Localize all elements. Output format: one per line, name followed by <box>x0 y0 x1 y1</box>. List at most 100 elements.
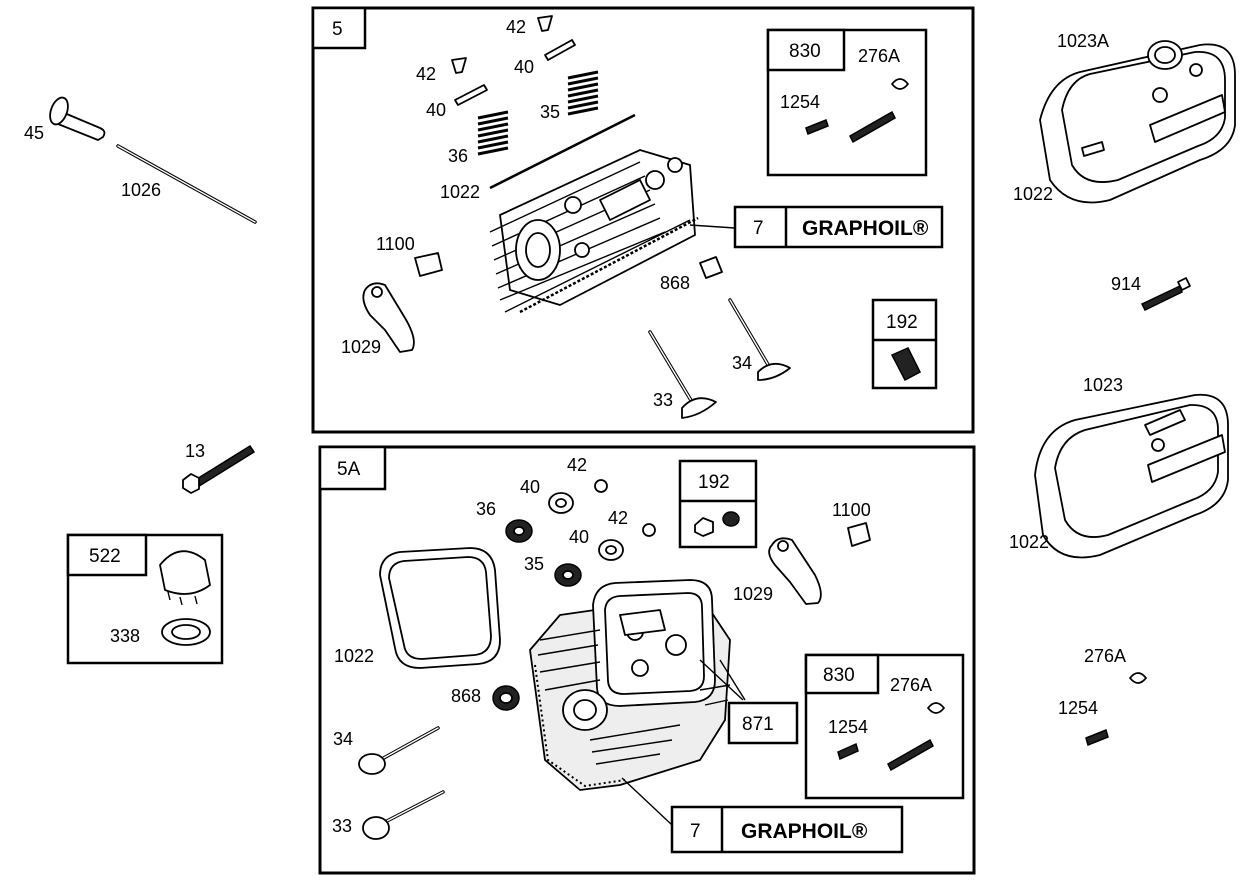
keeper-42-bottom <box>642 523 656 537</box>
label-b1022: 1022 <box>334 646 374 666</box>
rocker-arm-1029-bottom <box>768 537 822 605</box>
valve-spring-35 <box>567 70 599 116</box>
box-830-bottom: 830 276A 1254 <box>804 653 965 800</box>
box-192-bottom: 192 <box>678 459 758 549</box>
intake-valve-34 <box>728 298 791 381</box>
valve-cap-40-a <box>544 39 576 61</box>
box-830-bottom-276a: 276A <box>890 675 932 695</box>
box-192-bottom-num: 192 <box>698 472 730 493</box>
rocker-pivot-1100-bottom <box>847 522 871 547</box>
label-45: 45 <box>24 123 44 143</box>
label-b42b: 42 <box>608 508 628 528</box>
box-522-code: 522 <box>89 546 121 567</box>
box-830-bottom-1254: 1254 <box>828 717 868 737</box>
label-1026: 1026 <box>121 180 161 200</box>
label-b36: 36 <box>476 499 496 519</box>
label-1023a: 1023A <box>1057 31 1109 51</box>
label-13: 13 <box>185 441 205 461</box>
label-42-a: 42 <box>506 17 526 37</box>
label-34: 34 <box>732 353 752 373</box>
stud-bottom-icon <box>887 738 934 772</box>
leader-graphoil-bottom <box>621 777 673 826</box>
left-parts: 45 1026 13 522 338 <box>24 96 257 665</box>
label-b33: 33 <box>332 816 352 836</box>
panel-5a: 5A 42 40 36 42 40 35 192 1100 1029 <box>318 445 976 875</box>
label-r1254: 1254 <box>1058 698 1098 718</box>
label-r1022a: 1022 <box>1013 184 1053 204</box>
label-b40a: 40 <box>520 477 540 497</box>
panel-5-id-box <box>311 6 367 50</box>
label-1100: 1100 <box>376 234 415 254</box>
panel-5a-id: 5A <box>337 459 361 480</box>
graphoil-bottom-brand: GRAPHOIL® <box>741 820 868 843</box>
nut-icon <box>694 517 714 537</box>
box-192-top: 192 <box>871 298 938 390</box>
panel-5a-id-box <box>318 445 387 491</box>
leader-graphoil-top <box>689 224 736 229</box>
label-33: 33 <box>653 390 673 410</box>
box-830-top: 830 276A 1254 <box>766 28 928 177</box>
label-914: 914 <box>1111 274 1141 294</box>
nut-276a-loose <box>1129 672 1147 684</box>
panel-5-frame <box>311 6 975 434</box>
label-b1100: 1100 <box>832 500 871 520</box>
label-b40b: 40 <box>569 527 589 547</box>
box-830-top-276a: 276A <box>858 46 900 66</box>
box-522: 522 338 <box>66 533 224 665</box>
box-graphoil-bottom: 7 GRAPHOIL® <box>670 805 904 854</box>
right-parts: 1023A 1022 914 1023 1022 276A 1254 <box>1009 31 1236 747</box>
label-1023: 1023 <box>1083 375 1123 395</box>
rocker-arm-1029 <box>362 282 415 353</box>
rocker-pivot-1100 <box>414 252 443 277</box>
label-1022: 1022 <box>440 182 480 202</box>
label-35: 35 <box>540 102 560 122</box>
panel-5a-frame <box>318 445 976 875</box>
nut-276a-bottom-icon <box>927 702 945 714</box>
panel-5: 5 42 42 40 40 35 36 1022 <box>311 6 975 434</box>
box-522-338: 338 <box>110 626 140 646</box>
valve-spring-36 <box>477 110 509 156</box>
label-40-a: 40 <box>514 57 534 77</box>
intake-valve-34-bottom <box>358 726 440 775</box>
box-graphoil-top: 7 GRAPHOIL® <box>733 205 944 249</box>
label-868: 868 <box>660 273 690 293</box>
label-r1022b: 1022 <box>1009 532 1049 552</box>
label-1029: 1029 <box>341 337 381 357</box>
spring-192-icon <box>890 347 921 382</box>
oil-fill-cap-icon <box>159 550 211 595</box>
graphoil-top-brand: GRAPHOIL® <box>802 217 929 240</box>
spring-192-bottom-icon <box>722 511 740 527</box>
stud-icon <box>849 110 896 144</box>
cover-gasket-1022 <box>379 547 501 669</box>
cylinder-head-bottom <box>529 579 731 791</box>
bolt-13 <box>182 444 256 494</box>
bolt-1254-bottom-icon <box>837 742 859 761</box>
graphoil-top-num: 7 <box>753 218 764 239</box>
keeper-42-top <box>594 479 608 493</box>
valve-keeper-42-b <box>451 57 467 74</box>
panel-5-id: 5 <box>332 19 343 40</box>
exhaust-valve-33-bottom <box>362 790 445 840</box>
label-40-b: 40 <box>426 100 446 120</box>
label-b34: 34 <box>333 729 353 749</box>
box-871: 871 <box>727 701 799 745</box>
leader-871 <box>699 659 746 701</box>
cylinder-head <box>489 149 699 314</box>
valve-cap-40-b <box>454 84 488 106</box>
bolt-914 <box>1140 277 1191 311</box>
label-b1029: 1029 <box>733 584 773 604</box>
exhaust-valve-33 <box>648 330 717 419</box>
lash-adjuster-868 <box>699 256 723 279</box>
label-42-b: 42 <box>416 64 436 84</box>
box-830-top-code: 830 <box>789 41 821 62</box>
label-r276a: 276A <box>1084 646 1126 666</box>
box-830-bottom-code: 830 <box>823 665 855 686</box>
valve-keeper-42-a <box>537 15 553 32</box>
head-gasket-1022 <box>489 113 636 190</box>
label-36: 36 <box>448 146 468 166</box>
graphoil-bottom-num: 7 <box>690 821 701 842</box>
label-b868: 868 <box>451 686 481 706</box>
box-192-top-num: 192 <box>886 312 918 333</box>
nut-276a-icon <box>891 78 909 90</box>
